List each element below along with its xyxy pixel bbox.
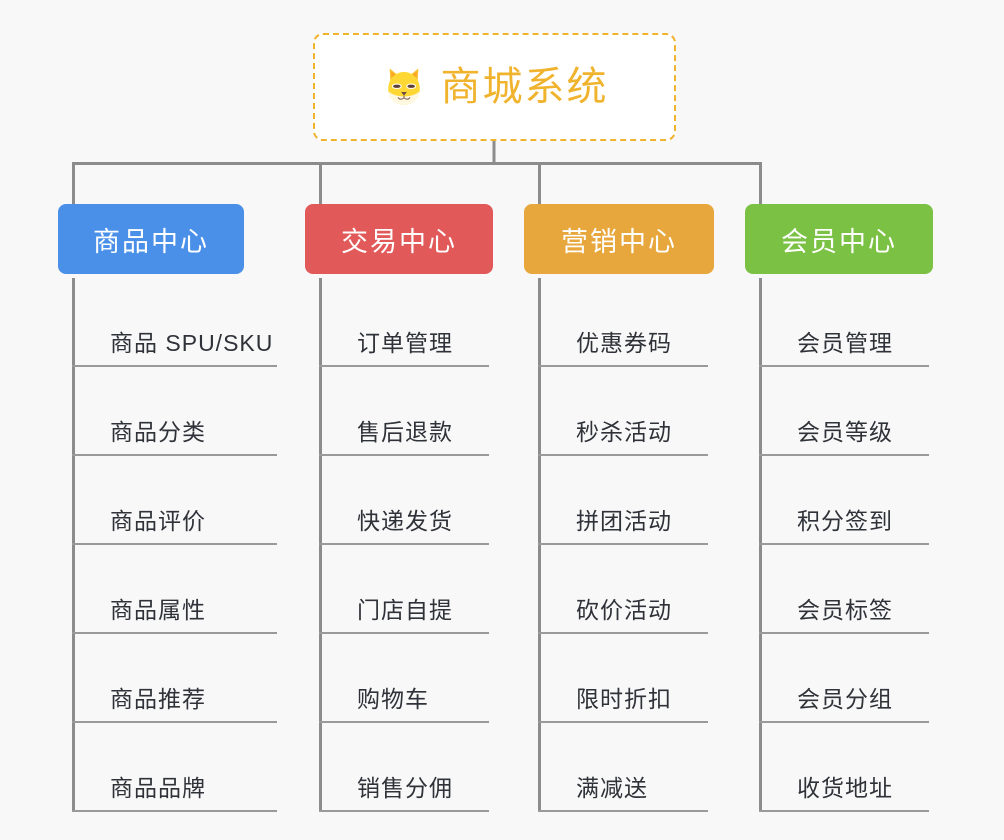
leaf-underline xyxy=(72,365,277,367)
leaf-item[interactable]: 商品分类 xyxy=(72,367,281,456)
category-box-1[interactable]: 商品中心 xyxy=(58,204,244,274)
leaf-underline xyxy=(538,721,708,723)
leaf-item-label: 销售分佣 xyxy=(357,775,453,801)
leaf-item[interactable]: 会员分组 xyxy=(759,634,933,723)
leaf-item[interactable]: 秒杀活动 xyxy=(538,367,712,456)
leaf-item-label: 限时折扣 xyxy=(576,686,672,712)
category-title: 商品中心 xyxy=(93,226,209,257)
leaf-item-label: 优惠券码 xyxy=(576,330,672,356)
leaf-underline xyxy=(759,454,929,456)
leaf-item[interactable]: 门店自提 xyxy=(319,545,493,634)
leaf-item[interactable]: 限时折扣 xyxy=(538,634,712,723)
leaf-item-label: 积分签到 xyxy=(797,508,893,534)
leaf-item[interactable]: 优惠券码 xyxy=(538,278,712,367)
leaf-item[interactable]: 商品评价 xyxy=(72,456,281,545)
leaf-item-label: 订单管理 xyxy=(357,330,453,356)
leaf-underline xyxy=(759,810,929,812)
category-box-3[interactable]: 营销中心 xyxy=(524,204,714,274)
leaf-column-1: 商品 SPU/SKU 商品分类商品评价商品属性商品推荐商品品牌 xyxy=(72,278,281,812)
leaf-item[interactable]: 会员标签 xyxy=(759,545,933,634)
leaf-item[interactable]: 快递发货 xyxy=(319,456,493,545)
leaf-underline xyxy=(538,543,708,545)
leaf-item[interactable]: 商品 SPU/SKU xyxy=(72,278,281,367)
leaf-item-label: 满减送 xyxy=(576,775,648,801)
category-box-2[interactable]: 交易中心 xyxy=(305,204,493,274)
leaf-underline xyxy=(759,721,929,723)
leaf-item[interactable]: 砍价活动 xyxy=(538,545,712,634)
leaf-item-label: 商品 SPU/SKU xyxy=(110,330,274,356)
leaf-item[interactable]: 会员等级 xyxy=(759,367,933,456)
leaf-underline xyxy=(72,454,277,456)
leaf-item-label: 砍价活动 xyxy=(576,597,672,623)
leaf-item[interactable]: 满减送 xyxy=(538,723,712,812)
leaf-underline xyxy=(319,810,489,812)
leaf-underline xyxy=(759,365,929,367)
leaf-column-4: 会员管理会员等级积分签到会员标签会员分组收货地址 xyxy=(759,278,933,812)
leaf-item-label: 购物车 xyxy=(357,686,429,712)
leaf-item[interactable]: 拼团活动 xyxy=(538,456,712,545)
category-title: 交易中心 xyxy=(341,226,457,257)
leaf-item-label: 会员标签 xyxy=(797,597,893,623)
leaf-underline xyxy=(538,365,708,367)
category-title: 会员中心 xyxy=(781,226,897,257)
leaf-underline xyxy=(319,454,489,456)
leaf-underline xyxy=(72,810,277,812)
leaf-underline xyxy=(319,365,489,367)
leaf-item-label: 商品推荐 xyxy=(110,686,206,712)
leaf-item-label: 售后退款 xyxy=(357,419,453,445)
leaf-item[interactable]: 会员管理 xyxy=(759,278,933,367)
shiba-dog-face-icon xyxy=(381,64,427,110)
leaf-item-label: 商品评价 xyxy=(110,508,206,534)
leaf-item-label: 收货地址 xyxy=(797,775,893,801)
leaf-item[interactable]: 商品属性 xyxy=(72,545,281,634)
column-spine xyxy=(72,278,75,812)
leaf-underline xyxy=(319,543,489,545)
leaf-item-label: 会员管理 xyxy=(797,330,893,356)
leaf-item-label: 商品分类 xyxy=(110,419,206,445)
leaf-item[interactable]: 积分签到 xyxy=(759,456,933,545)
leaf-item[interactable]: 商品推荐 xyxy=(72,634,281,723)
leaf-item-label: 会员等级 xyxy=(797,419,893,445)
leaf-item[interactable]: 购物车 xyxy=(319,634,493,723)
leaf-underline xyxy=(759,543,929,545)
leaf-item[interactable]: 销售分佣 xyxy=(319,723,493,812)
leaf-underline xyxy=(72,543,277,545)
column-spine xyxy=(538,278,541,812)
leaf-item-label: 拼团活动 xyxy=(576,508,672,534)
leaf-column-3: 优惠券码秒杀活动拼团活动砍价活动限时折扣满减送 xyxy=(538,278,712,812)
leaf-underline xyxy=(538,810,708,812)
leaf-item-label: 秒杀活动 xyxy=(576,419,672,445)
leaf-underline xyxy=(72,721,277,723)
root-node-mall-system[interactable]: 商城系统 xyxy=(313,33,676,141)
leaf-underline xyxy=(538,454,708,456)
leaf-underline xyxy=(319,721,489,723)
category-title: 营销中心 xyxy=(561,226,677,257)
root-node-title: 商城系统 xyxy=(440,65,609,109)
leaf-item-label: 商品品牌 xyxy=(110,775,206,801)
leaf-item-label: 会员分组 xyxy=(797,686,893,712)
leaf-underline xyxy=(72,632,277,634)
leaf-item[interactable]: 售后退款 xyxy=(319,367,493,456)
leaf-underline xyxy=(319,632,489,634)
leaf-underline xyxy=(538,632,708,634)
leaf-item-label: 门店自提 xyxy=(357,597,453,623)
leaf-underline xyxy=(759,632,929,634)
column-spine xyxy=(759,278,762,812)
category-box-4[interactable]: 会员中心 xyxy=(745,204,933,274)
leaf-item-label: 商品属性 xyxy=(110,597,206,623)
leaf-item-label: 快递发货 xyxy=(357,508,453,534)
column-spine xyxy=(319,278,322,812)
leaf-item[interactable]: 收货地址 xyxy=(759,723,933,812)
leaf-column-2: 订单管理售后退款快递发货门店自提购物车销售分佣 xyxy=(319,278,493,812)
leaf-item[interactable]: 订单管理 xyxy=(319,278,493,367)
leaf-item[interactable]: 商品品牌 xyxy=(72,723,281,812)
